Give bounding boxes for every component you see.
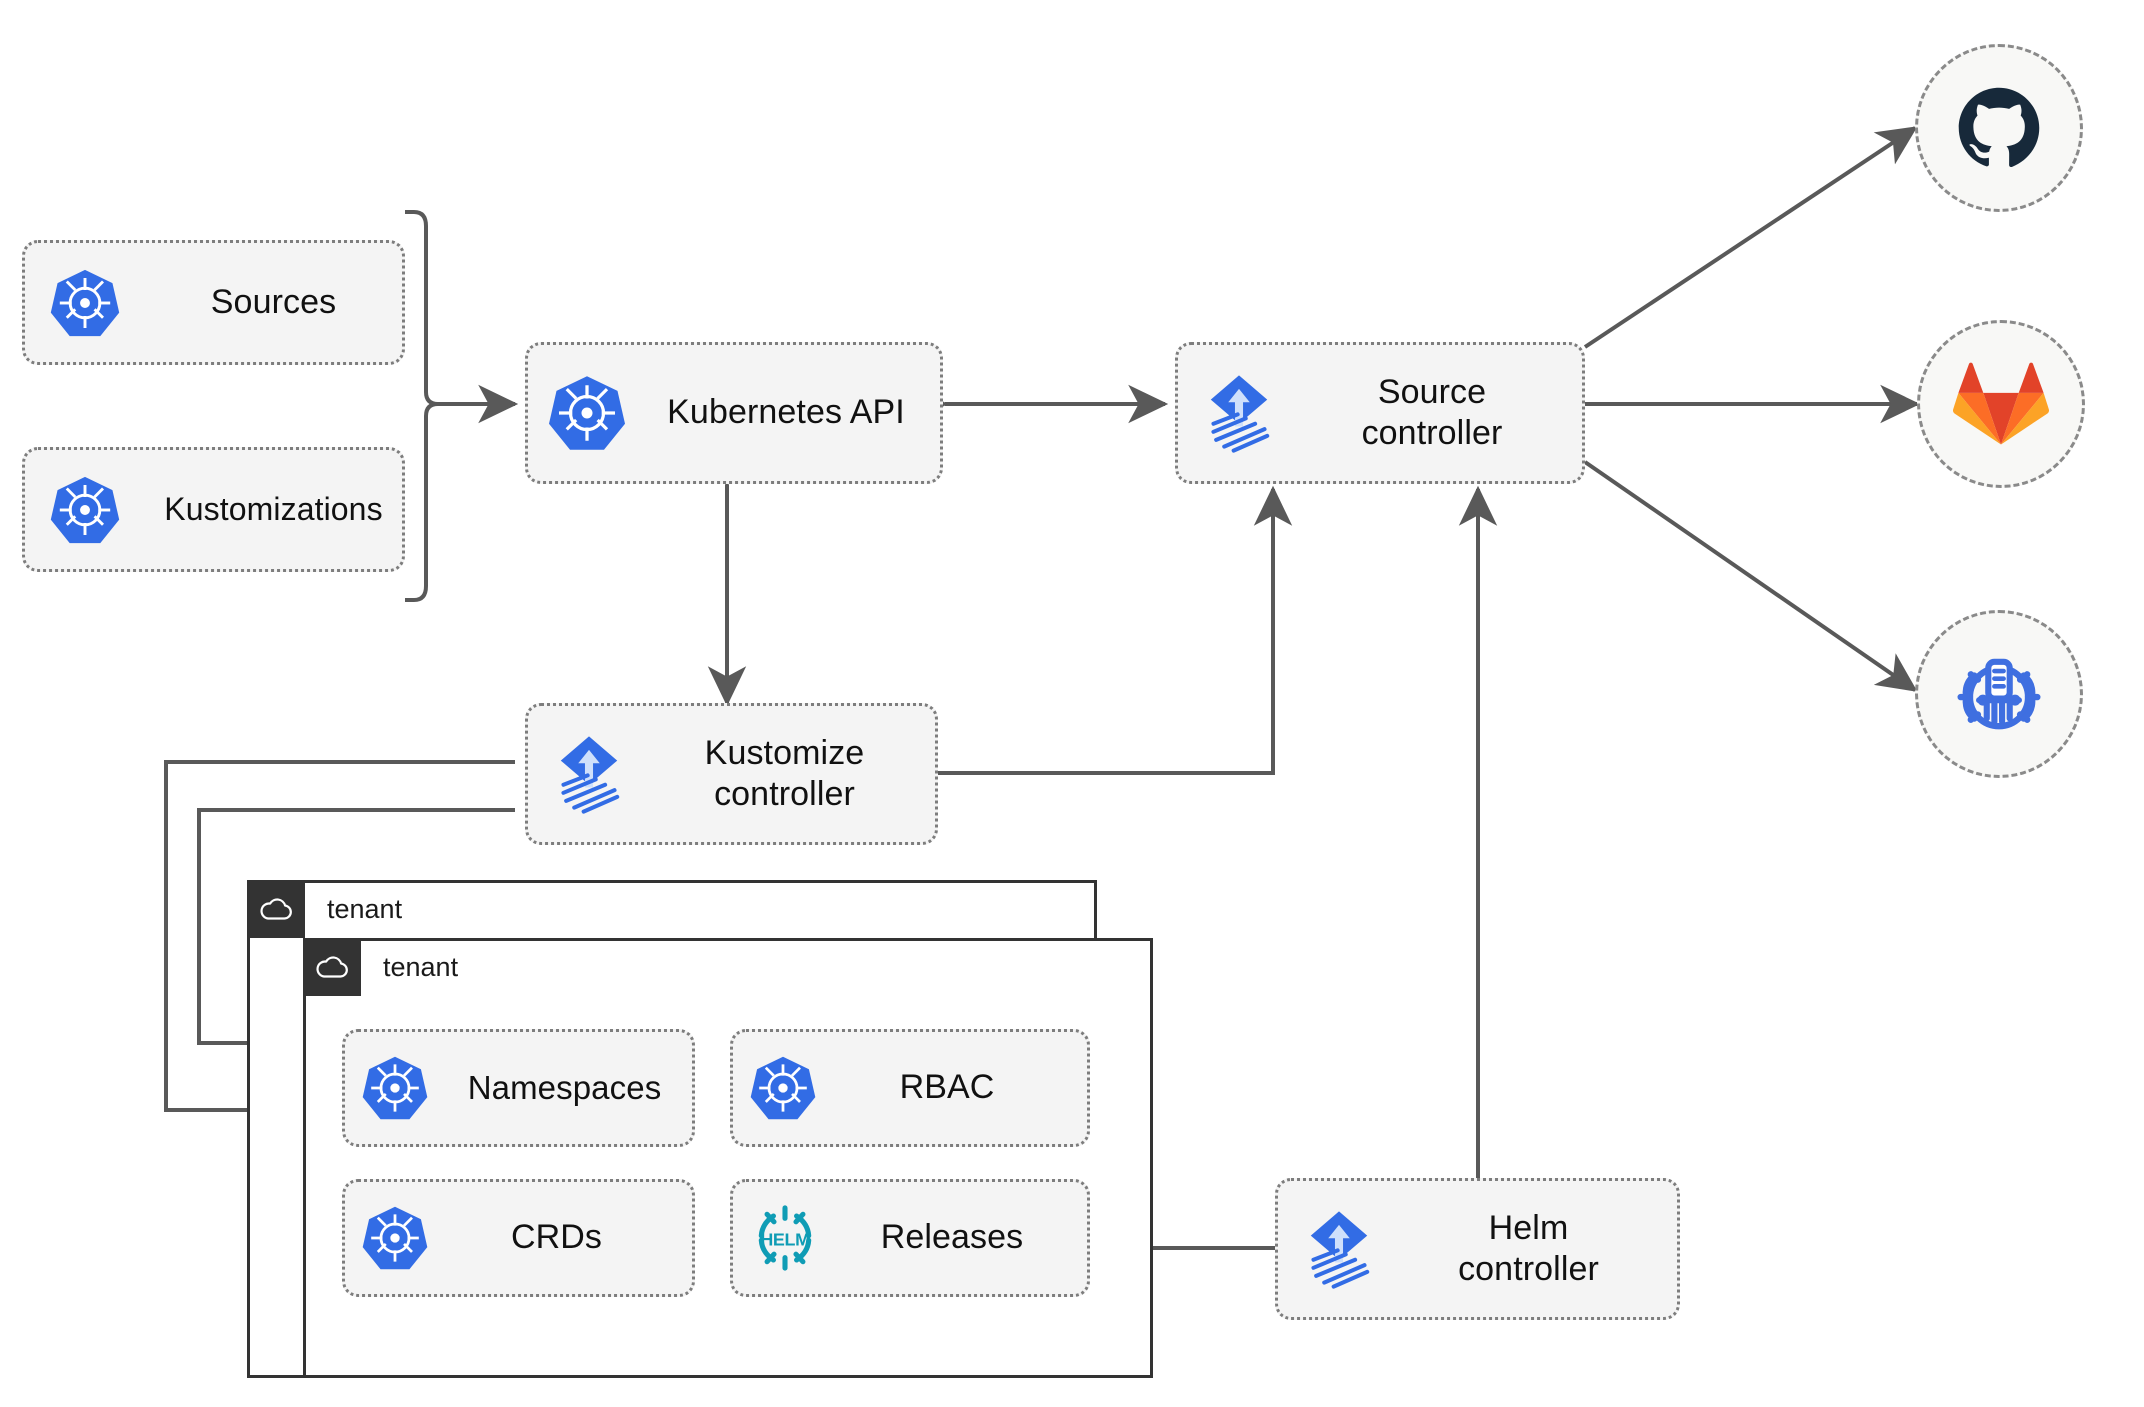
node-helm-controller[interactable]: Helm controller [1275, 1178, 1680, 1320]
tenant-front[interactable]: tenant Namespaces [303, 938, 1153, 1378]
node-source-controller-label: Source controller [1361, 372, 1503, 452]
svg-text:HELM: HELM [760, 1230, 809, 1250]
kubernetes-icon [345, 1204, 445, 1272]
cloud-icon [303, 938, 361, 996]
node-kustomize-controller[interactable]: Kustomize controller [525, 703, 938, 845]
node-releases[interactable]: HELM Releases [730, 1179, 1090, 1297]
kubernetes-icon [345, 1054, 445, 1122]
node-kubernetes-api-label: Kubernetes API [667, 393, 905, 432]
provider-github[interactable] [1915, 44, 2083, 212]
node-releases-label: Releases [880, 1218, 1024, 1257]
provider-gitlab[interactable] [1917, 320, 2085, 488]
helm-icon: HELM [733, 1201, 837, 1275]
github-icon [1958, 87, 2040, 168]
tenant-front-label: tenant [383, 951, 459, 982]
node-rbac-label: RBAC [899, 1068, 995, 1107]
node-helm-controller-label: Helm controller [1458, 1208, 1599, 1288]
provider-helm-repository[interactable] [1915, 610, 2083, 778]
helm-chart-repository-icon [1957, 658, 2041, 730]
node-source-controller[interactable]: Source controller [1175, 342, 1585, 484]
kubernetes-icon [733, 1054, 833, 1122]
kubernetes-icon [25, 267, 145, 339]
tenant-back-label: tenant [327, 893, 403, 924]
node-kubernetes-api[interactable]: Kubernetes API [525, 342, 943, 484]
flux-icon [1278, 1206, 1400, 1292]
node-kustomizations[interactable]: Kustomizations [22, 447, 405, 572]
kubernetes-icon [25, 474, 145, 546]
node-sources-label: Sources [210, 282, 337, 321]
node-namespaces-label: Namespaces [467, 1068, 662, 1106]
gitlab-icon [1953, 362, 2049, 445]
node-namespaces[interactable]: Namespaces [342, 1029, 695, 1147]
edge-resources-bracket [405, 210, 439, 602]
node-crds-label: CRDs [510, 1218, 603, 1257]
node-rbac[interactable]: RBAC [730, 1029, 1090, 1147]
tenant-back-titlebar: tenant [247, 880, 402, 938]
node-sources[interactable]: Sources [22, 240, 405, 365]
flux-icon [1178, 370, 1300, 456]
node-kustomize-controller-label: Kustomize controller [704, 733, 865, 813]
kubernetes-icon [528, 373, 646, 453]
node-kustomizations-label: Kustomizations [164, 490, 383, 527]
edge-source-to-helm-repository [1583, 460, 1918, 692]
node-crds[interactable]: CRDs [342, 1179, 695, 1297]
edge-source-to-github [1583, 126, 1918, 349]
edge-kustomize-to-source [938, 485, 1293, 775]
cloud-icon [247, 880, 305, 938]
flux-icon [528, 731, 650, 817]
tenant-front-titlebar: tenant [303, 938, 458, 996]
